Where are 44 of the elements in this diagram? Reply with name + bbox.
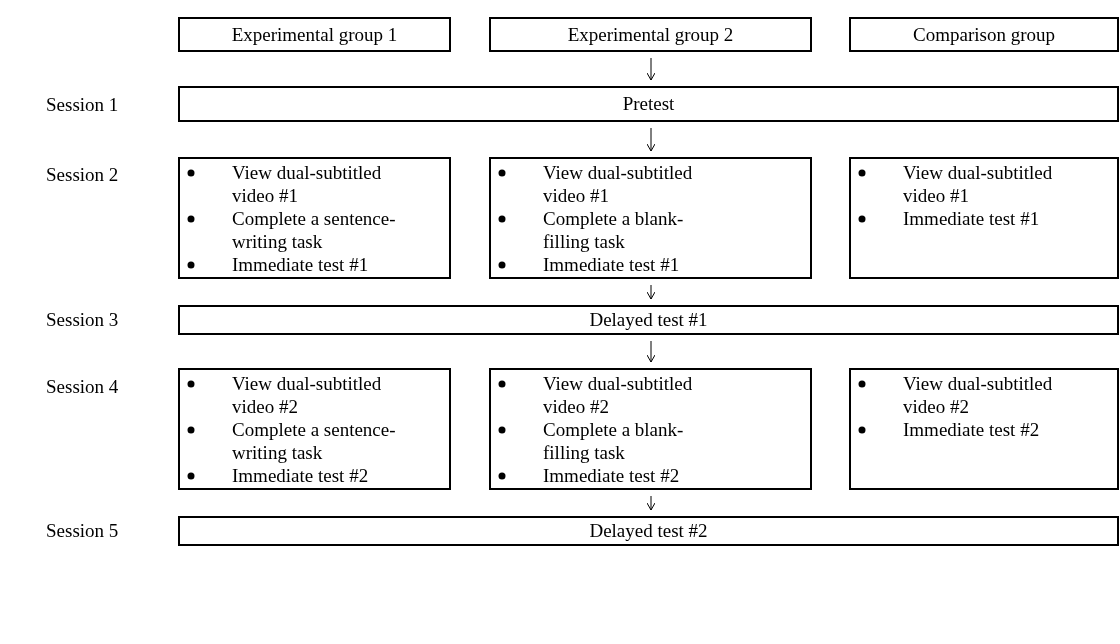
arrow	[646, 340, 656, 363]
step-text: View dual-subtitled video #2	[903, 372, 1054, 418]
step-box	[178, 157, 451, 279]
step-box	[849, 157, 1119, 279]
stage-text: Delayed test #2	[589, 519, 708, 543]
stage-box	[489, 17, 812, 52]
step-box	[489, 368, 812, 490]
session-label: Session 1	[46, 93, 119, 117]
step-text: Complete a blank-filling task	[543, 207, 685, 253]
step-text: View dual-subtitled video #1	[903, 161, 1054, 207]
stage-text: Delayed test #1	[589, 308, 708, 332]
session-label: Session 5	[46, 519, 119, 543]
session-label: Session 3	[46, 308, 119, 332]
step-text: Immediate test #1	[543, 253, 681, 276]
step-text: View dual-subtitled video #2	[543, 372, 694, 418]
arrow	[646, 284, 656, 300]
step-text: View dual-subtitled video #2	[232, 372, 383, 418]
stage-box	[178, 305, 1119, 335]
stage-text: Pretest	[622, 92, 675, 116]
stage-text: Comparison group	[913, 22, 1055, 47]
arrow	[646, 127, 656, 152]
step-text: Immediate test #2	[903, 418, 1041, 441]
step-text: Immediate test #2	[232, 464, 370, 487]
stage-box	[849, 17, 1119, 52]
stage-text: Experimental group 2	[567, 22, 734, 47]
stage-text: Experimental group 1	[231, 22, 398, 47]
step-box	[178, 368, 451, 490]
step-text: Complete a sentence-writing task	[232, 418, 397, 464]
session-label: Session 2	[46, 163, 119, 187]
arrow	[646, 57, 656, 81]
step-box	[849, 368, 1119, 490]
step-text: Immediate test #1	[903, 207, 1041, 230]
step-text: View dual-subtitled video #1	[543, 161, 694, 207]
stage-box	[178, 516, 1119, 546]
step-text: Immediate test #1	[232, 253, 370, 276]
step-text: Complete a sentence-writing task	[232, 207, 397, 253]
step-text: Complete a blank-filling task	[543, 418, 685, 464]
step-box	[489, 157, 812, 279]
step-text: View dual-subtitled video #1	[232, 161, 383, 207]
arrow	[646, 495, 656, 511]
stage-box	[178, 86, 1119, 122]
stage-box	[178, 17, 451, 52]
step-text: Immediate test #2	[543, 464, 681, 487]
session-label: Session 4	[46, 375, 119, 399]
